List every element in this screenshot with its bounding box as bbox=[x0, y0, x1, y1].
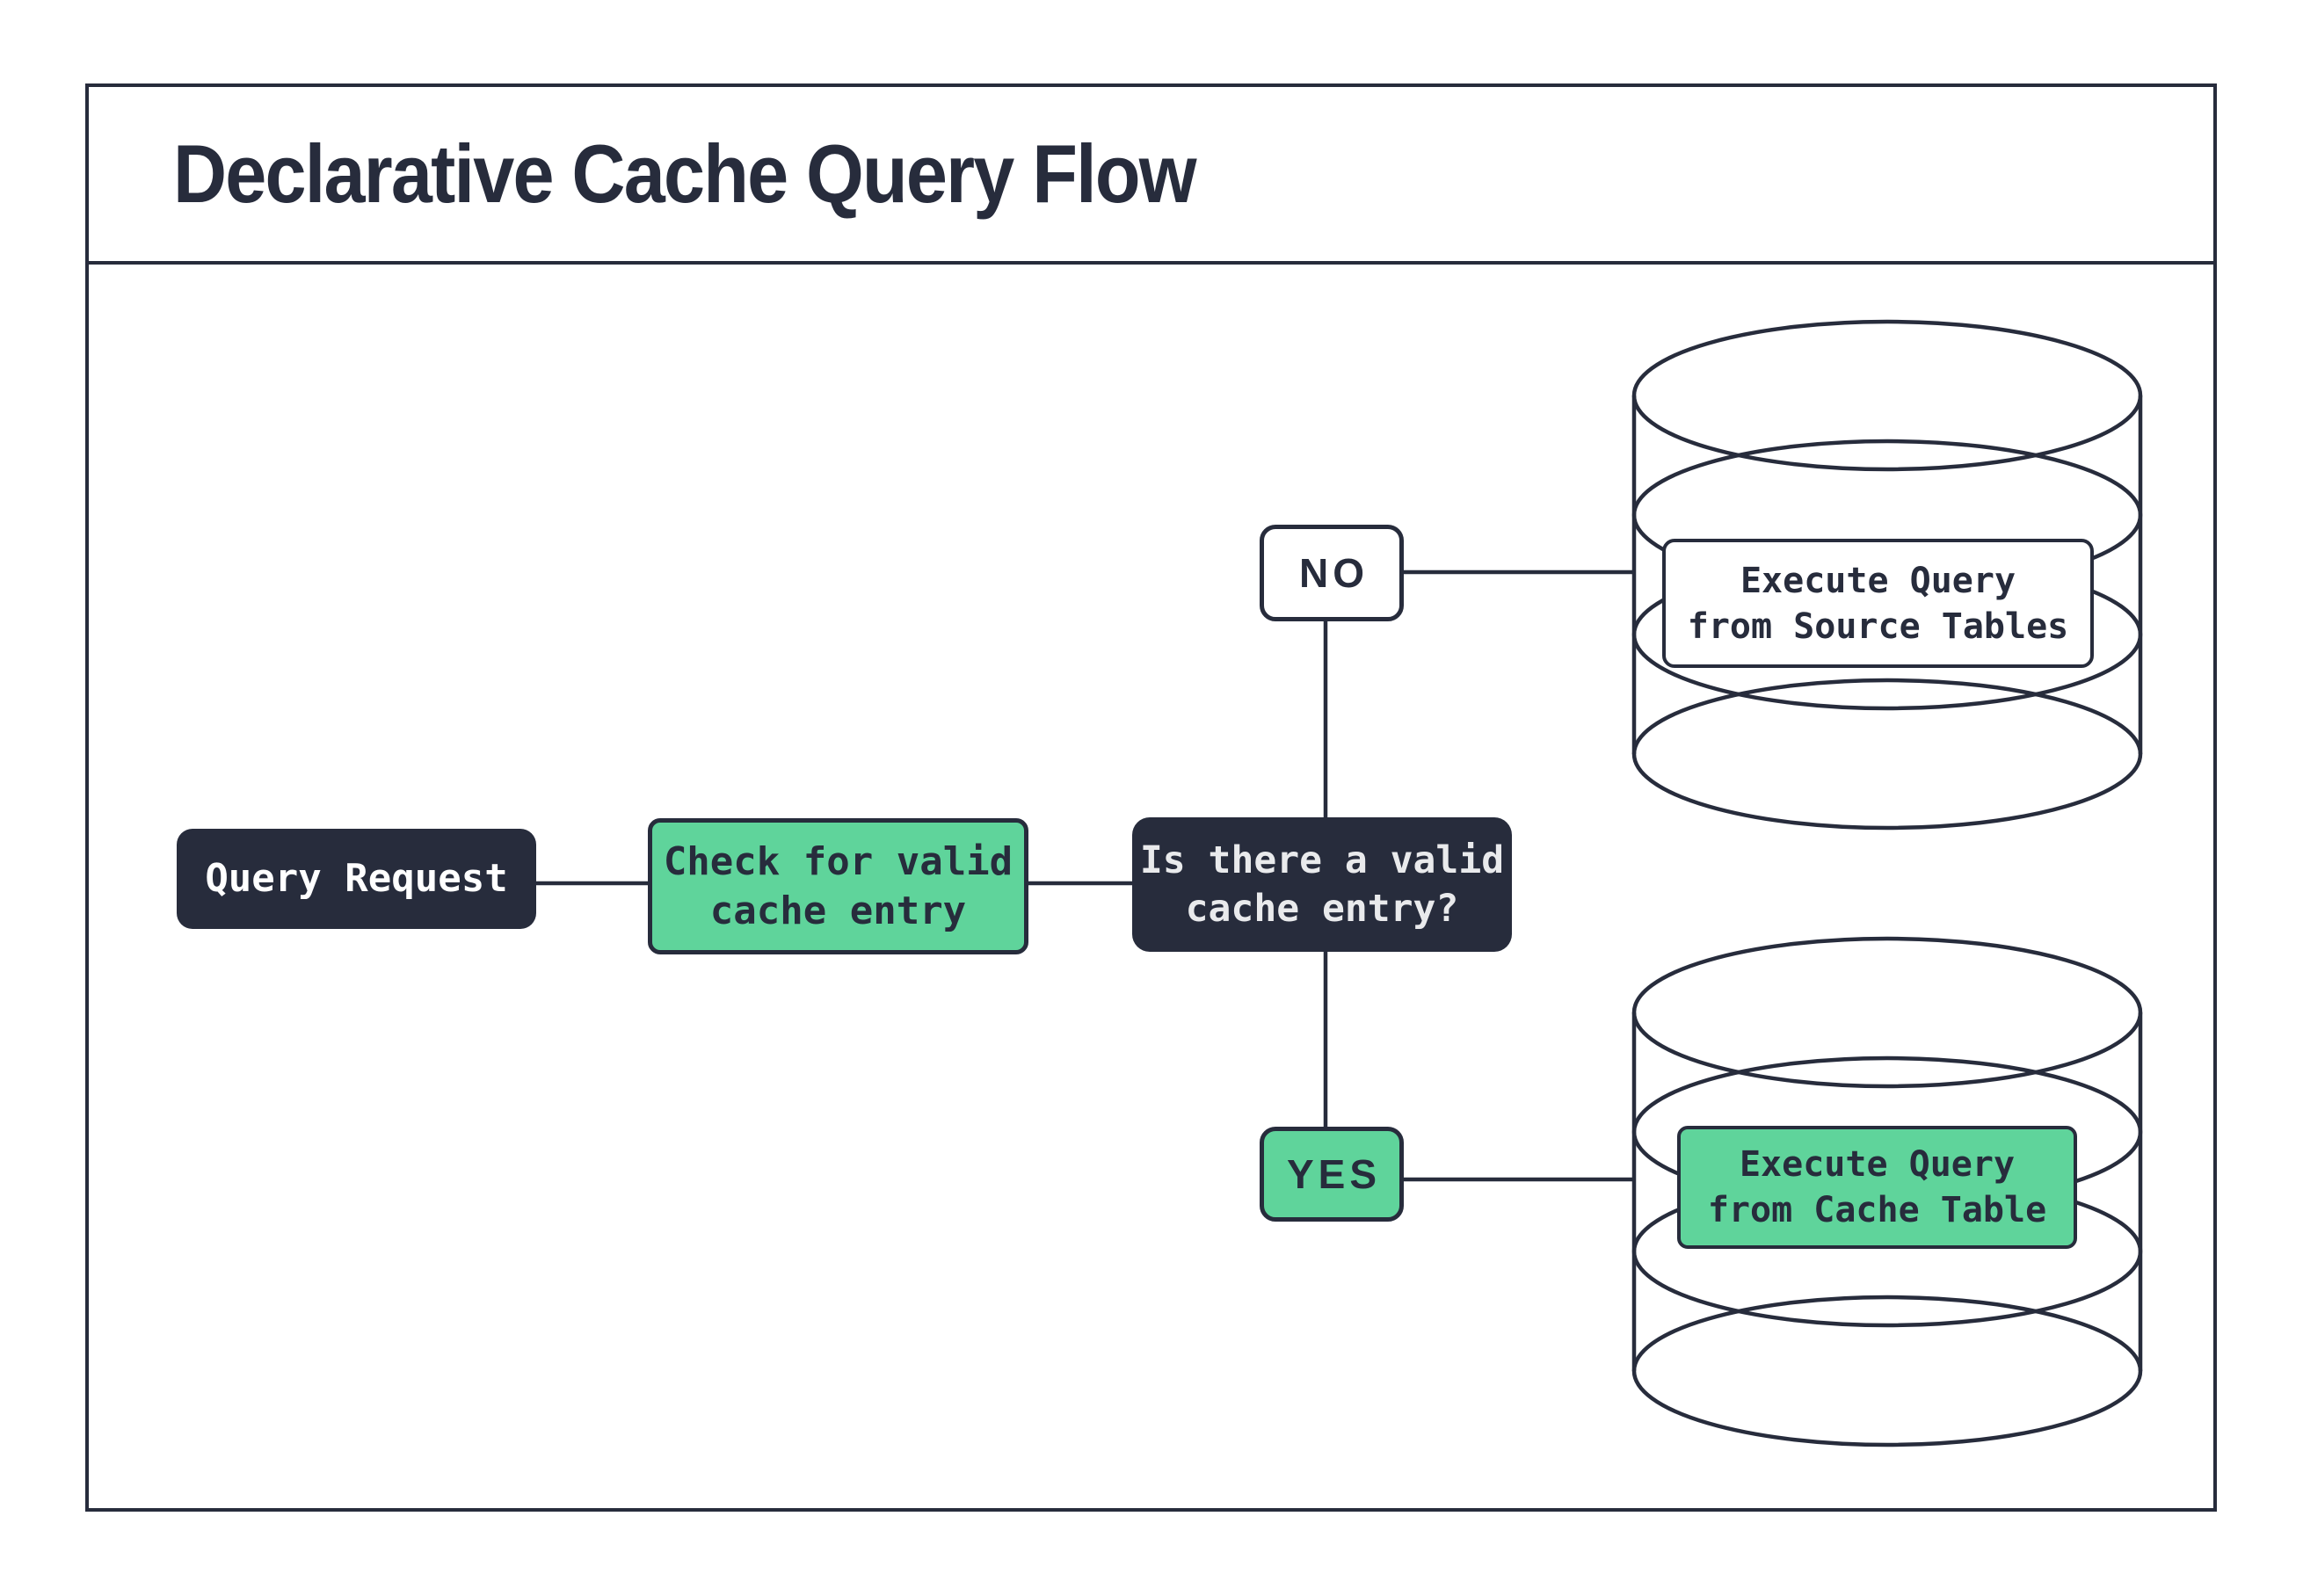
database-cylinder-cache bbox=[1631, 936, 2143, 1447]
cylinder-disk-ellipse bbox=[1631, 936, 2143, 1089]
node-decision-line2: cache entry? bbox=[1185, 886, 1459, 931]
node-check-cache-line2: cache entry bbox=[709, 888, 967, 933]
node-decision-label: Is there a valid cache entry? bbox=[1140, 837, 1504, 932]
node-execute-source: Execute Query from Source Tables bbox=[1662, 539, 2094, 668]
node-check-cache-label: Check for valid cache entry bbox=[664, 838, 1013, 936]
title-bar: Declarative Cache Query Flow bbox=[89, 87, 2213, 265]
node-execute-source-line1: Execute Query bbox=[1740, 560, 2016, 601]
node-check-cache-line1: Check for valid bbox=[663, 838, 1013, 884]
node-execute-cache-label: Execute Query from Cache Table bbox=[1708, 1142, 2046, 1233]
cylinder-disk-ellipse bbox=[1631, 678, 2143, 831]
node-query-request-label: Query Request bbox=[205, 856, 508, 902]
node-execute-source-line2: from Source Tables bbox=[1687, 606, 2069, 647]
cylinder-disk-ellipse bbox=[1631, 1295, 2143, 1447]
cylinder-disk-ellipse bbox=[1631, 319, 2143, 472]
node-execute-cache: Execute Query from Cache Table bbox=[1677, 1126, 2077, 1249]
diagram-frame: Declarative Cache Query Flow bbox=[85, 83, 2217, 1512]
node-check-cache: Check for valid cache entry bbox=[648, 818, 1028, 954]
node-query-request: Query Request bbox=[177, 829, 536, 929]
node-decision-valid-cache: Is there a valid cache entry? bbox=[1132, 817, 1512, 952]
branch-yes-text: YES bbox=[1286, 1150, 1382, 1197]
node-execute-cache-line1: Execute Query bbox=[1739, 1144, 2016, 1185]
node-execute-source-label: Execute Query from Source Tables bbox=[1688, 558, 2068, 649]
branch-label-yes: YES bbox=[1260, 1127, 1404, 1222]
branch-label-no: NO bbox=[1260, 525, 1404, 621]
node-execute-cache-line2: from Cache Table bbox=[1707, 1190, 2047, 1230]
branch-no-text: NO bbox=[1299, 549, 1369, 596]
page-title: Declarative Cache Query Flow bbox=[173, 127, 1197, 220]
node-decision-line1: Is there a valid bbox=[1139, 838, 1505, 882]
